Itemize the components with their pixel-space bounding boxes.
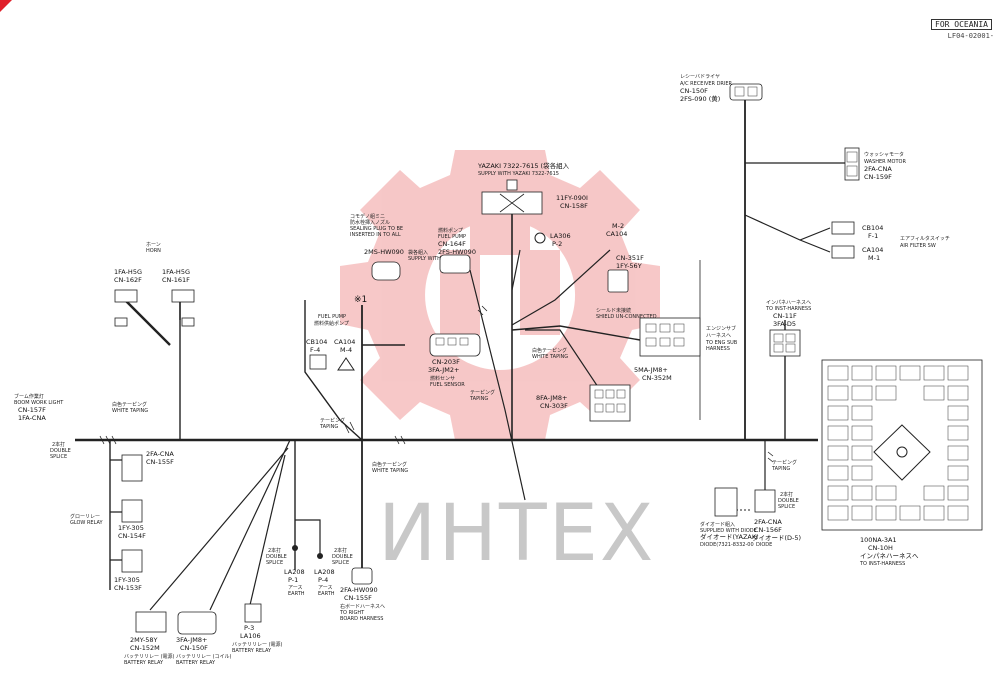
label-cn351f: CN-351F 1FY-56Y <box>616 254 646 270</box>
connector-ca104-m4 <box>337 357 355 371</box>
watermark-text: ИНТЕХ <box>378 489 655 579</box>
connector-horn-left <box>114 289 138 303</box>
drawing-code: LF04-02001- <box>947 32 994 40</box>
label-la306: LA306 P-2 <box>550 232 573 248</box>
connector-cn150f <box>177 611 217 635</box>
connector-la106 <box>244 603 262 623</box>
connector-yazaki-top <box>481 179 543 215</box>
label-cn156f: 2FA-CNA CN-156F ダイオード(D-5) DIODE <box>752 518 803 548</box>
label-glow-relay: グローリレー GLOW RELAY <box>70 513 104 526</box>
label-to-inst-harness-top: インパネハーネスへ TO INST-HARNESS <box>765 300 813 312</box>
label-supply-with: 袋各組入 SUPPLY WITH <box>408 249 441 262</box>
label-splice-diode: 2本打 DOUBLE SPLICE <box>778 491 800 510</box>
label-washer-motor: ウォッシャモータ WASHER MOTOR 2FA-CNA CN-159F <box>864 151 908 181</box>
label-ca104-m4: CA104 M-4 <box>334 338 357 354</box>
label-cb104-right: CB104 F-1 <box>862 224 885 240</box>
connector-cn154f <box>121 499 143 523</box>
label-cn10h: 100NA-3A1 CN-10H インパネハーネスへ TO INST-HARNE… <box>859 536 921 567</box>
label-cn352m: 5MA-JM8+ CN-352M <box>634 366 672 382</box>
diagram-labels: ※1 レシーバドライヤ A/C RECEIVER DRIER CN-150F 2… <box>14 74 952 666</box>
label-cn158f: 11FY-090I CN-158F <box>556 194 590 210</box>
label-white-taping-3: 白色テーピング WHITE TAPING <box>372 461 409 474</box>
connector-la208-2 <box>317 553 323 559</box>
connector-cb104-right <box>831 221 855 235</box>
label-air-filter-sw: エアフィルタスイッチ AIR FILTER SW <box>900 235 952 249</box>
label-ca104-right: CA104 M-1 <box>862 246 885 262</box>
label-cn203f: CN-203F 3FA-JM2+ 燃料センサ FUEL SENSOR <box>428 358 465 388</box>
wire-bundles <box>75 100 845 611</box>
connector-cn352m <box>639 317 701 357</box>
connector-cn303f <box>589 384 631 422</box>
connector-ca104-right <box>831 245 855 259</box>
label-cn152m: 2MY-58Y CN-152M バッテリリレー (電源) BATTERY REL… <box>124 636 177 666</box>
label-horn: ホーン HORN <box>146 242 162 254</box>
connector-cn164f <box>439 254 471 274</box>
label-cn150f: 3FA-JM8+ CN-150F バッテリリレー (コイル) BATTERY R… <box>176 636 234 666</box>
label-taping-1: テーピング TAPING <box>469 389 497 402</box>
label-taping-2: テーピング TAPING <box>319 417 347 430</box>
connector-cn152m <box>135 611 167 633</box>
label-fuel-pump-center: 燃料ポンプ FUEL PUMP CN-164F 2FS-HW090 <box>438 226 476 256</box>
connector-cn155f-bottom <box>351 567 373 585</box>
label-la208-2: LA208 P-4 アース EARTH <box>314 568 337 597</box>
label-cb104-f4: CB104 F-4 <box>306 338 329 354</box>
label-splice-left: 2本打 DOUBLE SPLICE <box>50 441 72 460</box>
connector-cn156f <box>754 489 776 513</box>
connector-horn-right <box>171 289 195 303</box>
connector-cn155f <box>121 454 143 482</box>
label-splice-la: 2本打 DOUBLE SPLICE <box>266 547 288 566</box>
connector-washer-motor <box>844 147 860 181</box>
label-cn155f-bottom: 2FA-HW090 CN-155F 右ボードハーネスへ TO RIGHT BOA… <box>339 586 387 622</box>
connector-diode <box>714 487 738 517</box>
label-splice-la2: 2本打 DOUBLE SPLICE <box>332 547 354 566</box>
connector-splice-la <box>292 545 298 551</box>
label-receiver-drier: レシーバドライヤ A/C RECEIVER DRIER CN-150F 2FS-… <box>680 74 734 103</box>
connector-cn203f <box>429 333 481 357</box>
label-la208-1: LA208 P-1 アース EARTH <box>284 568 307 597</box>
connectors <box>114 83 983 635</box>
connector-la306 <box>534 232 546 244</box>
label-plug: コモデノ組ミニ 防水栓挿入ノズル SEALING PLUG TO BE INSE… <box>350 213 405 238</box>
label-horn-right: 1FA-H5G CN-161F <box>162 268 192 284</box>
connector-cn153f <box>121 549 143 573</box>
label-2ms: 2MS-HW090 <box>364 248 404 256</box>
label-shield: シールド未接続 SHIELD UN-CONNECTED <box>596 307 657 320</box>
label-yazaki: YAZAKI 7322-7615 (袋各組入 SUPPLY WITH YAZAK… <box>477 161 571 177</box>
label-la106: P-3 LA106 バッテリリレー (電源) BATTERY RELAY <box>232 624 285 654</box>
label-diode: ダイオード組入 SUPPLIED WITH DIODE ダイオード(YAZAKI… <box>700 521 760 548</box>
connector-cn11f <box>769 329 801 357</box>
watermark <box>340 150 660 440</box>
label-engine-sub: エンジンサブ ハーネスへ TO ENG SUB HARNESS <box>705 325 739 352</box>
label-boom-light: ブーム作業灯 BOOM WORK LIGHT CN-157F 1FA-CNA <box>14 392 65 422</box>
connector-2ms <box>371 261 401 281</box>
connector-cn351f <box>607 269 629 293</box>
label-horn-left: 1FA-H5G CN-162F <box>114 268 144 284</box>
region-tag: FOR OCEANIA <box>931 19 992 30</box>
connector-cb104-f4 <box>309 354 327 370</box>
connector-cn10h <box>821 359 983 531</box>
label-white-taping-2: 白色テーピング WHITE TAPING <box>112 401 149 414</box>
label-white-taping-1: 白色テーピング WHITE TAPING <box>532 347 569 360</box>
note-mark: ※1 <box>354 295 367 305</box>
label-cn153f: 1FY-305 CN-153F <box>114 576 142 592</box>
label-taping-3: テーピング TAPING <box>771 459 799 472</box>
connector-horn-right-b <box>181 317 195 327</box>
watermark-logo <box>340 150 660 440</box>
label-cn303f: 8FA-JM8+ CN-303F <box>536 394 569 410</box>
label-cn155f: 2FA-CNA CN-155F <box>146 450 176 466</box>
connector-horn-left-b <box>114 317 128 327</box>
label-fuel-pump-left: FUEL PUMP 燃料供給ポンプ <box>314 314 349 327</box>
label-ca104-mid: M-2 CA104 <box>606 222 627 238</box>
corner-mark <box>0 0 12 12</box>
label-cn11f: CN-11F 3FA-D5 <box>773 312 799 328</box>
connector-cn150f-receiver <box>729 83 763 101</box>
taping-marks <box>99 305 774 463</box>
label-cn154f: 1FY-305 CN-154F <box>118 524 146 540</box>
